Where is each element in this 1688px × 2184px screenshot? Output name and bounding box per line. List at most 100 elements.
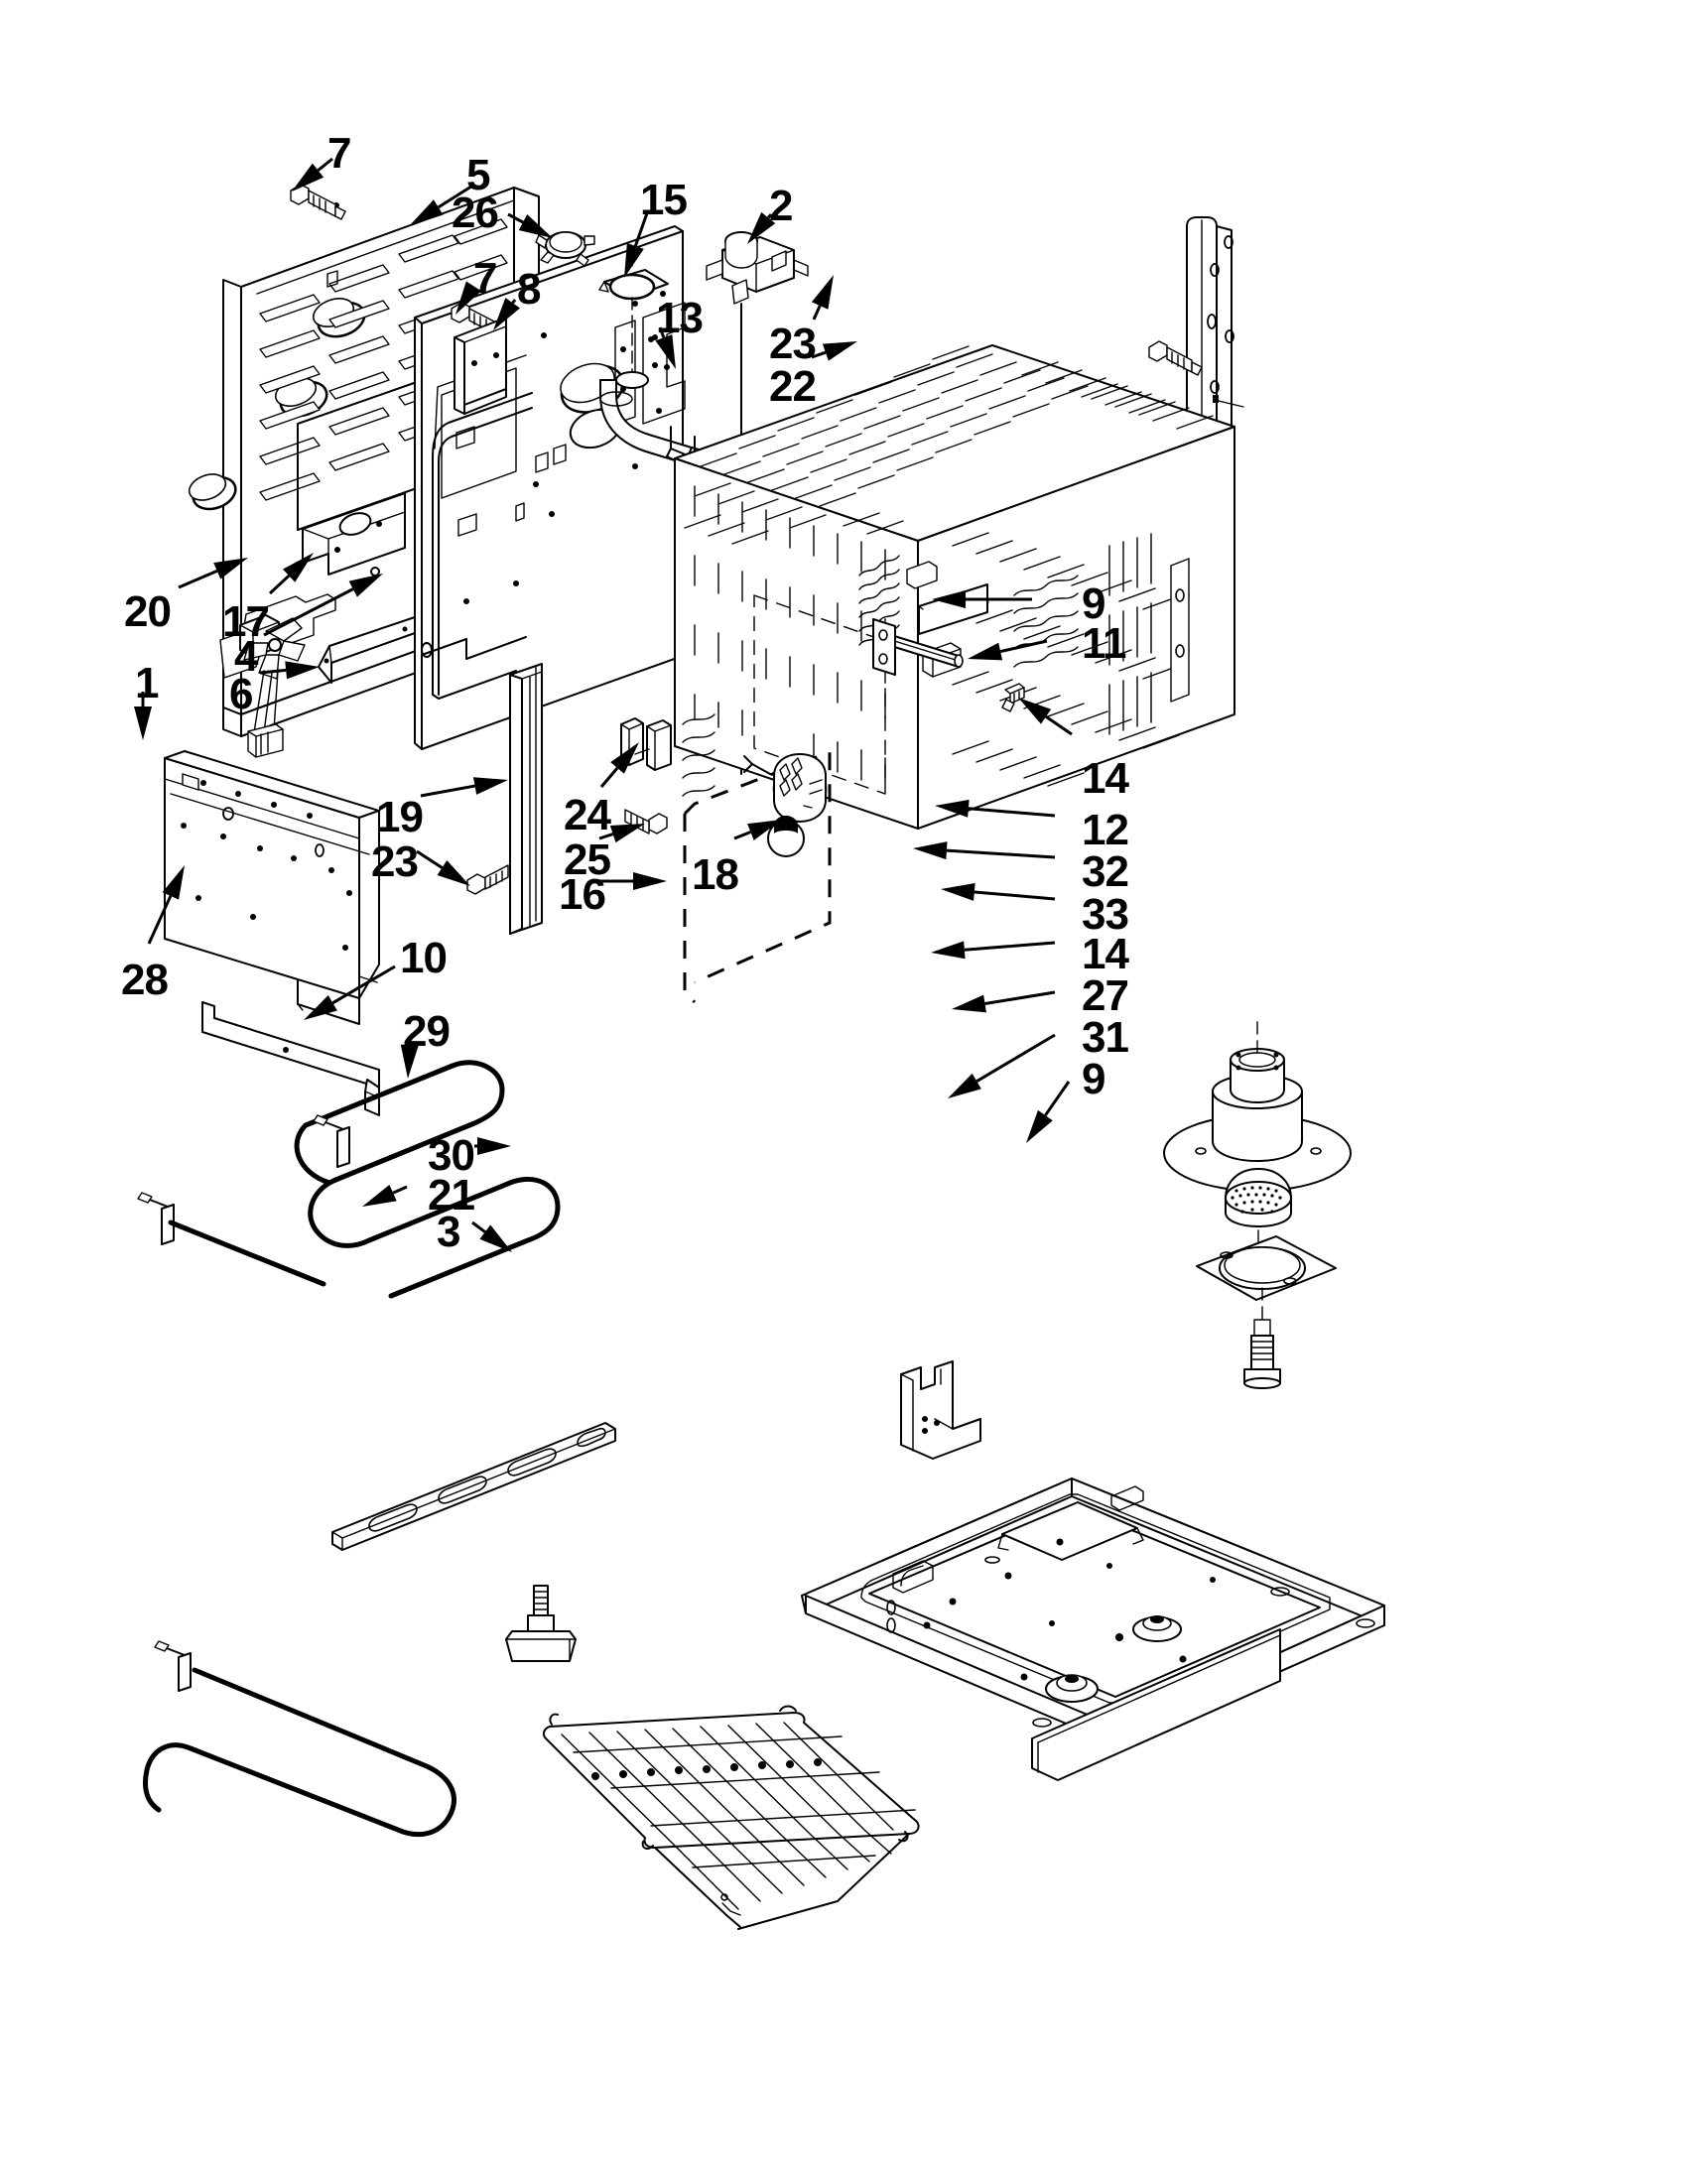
leader-line-3 <box>471 1220 486 1233</box>
leader-line-18 <box>733 831 751 840</box>
leader-line-25 <box>598 833 614 840</box>
leader-arrowhead-19 <box>472 777 508 795</box>
leader-arrowhead-9 <box>1026 1109 1053 1143</box>
part-32-burner-diffuser-cap <box>1225 1168 1292 1255</box>
callout-number-21: 21 <box>428 1171 475 1220</box>
part-leveling-leg-30 <box>505 1585 577 1662</box>
leader-line-31 <box>975 1033 1056 1083</box>
part-oven-light-18 <box>683 749 832 1004</box>
part-rear-panel <box>414 225 686 750</box>
part-oven-cavity-liner-16 <box>674 344 1235 830</box>
callout-number-9: 9 <box>1082 579 1106 628</box>
callout-number-10: 10 <box>400 934 448 982</box>
callout-number-31: 31 <box>1082 1013 1129 1062</box>
part-screw-7a <box>290 184 346 220</box>
leader-line-7 <box>317 157 333 172</box>
part-gas-regulator-valve-2 <box>706 231 809 775</box>
callout-number-9: 9 <box>1082 1055 1106 1103</box>
leader-line-27 <box>984 990 1056 1006</box>
callout-number-27: 27 <box>1082 971 1129 1020</box>
leader-arrowhead-11 <box>968 642 1003 661</box>
part-element-support-rail-29 <box>331 1422 616 1551</box>
leader-line-4 <box>263 587 354 637</box>
part-14b-bolt <box>1243 1319 1281 1389</box>
leader-line-5 <box>437 183 475 209</box>
callout-number-18: 18 <box>692 850 739 899</box>
leader-arrowhead-33 <box>941 882 975 901</box>
leader-arrowhead-14 <box>1018 698 1052 724</box>
leader-arrowhead-18 <box>747 820 782 840</box>
leader-arrowhead-14 <box>931 941 966 960</box>
callout-number-16: 16 <box>559 870 606 919</box>
leader-line-24 <box>599 767 619 788</box>
leader-arrowhead-27 <box>952 994 987 1013</box>
callout-number-23: 23 <box>371 837 419 886</box>
part-convection-fan <box>219 593 336 758</box>
callout-number-4: 4 <box>234 632 259 681</box>
callout-number-1: 1 <box>135 659 160 707</box>
callout-number-12: 12 <box>1082 806 1129 854</box>
leader-arrowhead-29 <box>400 1044 419 1079</box>
leader-line-12 <box>968 807 1056 818</box>
callout-number-8: 8 <box>517 265 542 314</box>
leader-arrowhead-16 <box>633 872 667 890</box>
leader-line-14 <box>964 941 1056 952</box>
leader-arrowhead-23 <box>811 275 834 310</box>
leader-arrowhead-10 <box>304 995 337 1020</box>
leader-arrowhead-25 <box>609 824 645 843</box>
callout-number-7: 7 <box>473 254 498 303</box>
leader-line-23 <box>812 305 822 321</box>
callout-number-29: 29 <box>403 1007 451 1056</box>
leader-line-33 <box>974 890 1056 901</box>
leader-arrowhead-32 <box>913 841 948 860</box>
leader-line-26 <box>507 212 524 224</box>
leader-arrowhead-7 <box>455 281 481 315</box>
part-lower-trim-strip-28 <box>201 1001 380 1116</box>
callout-number-2: 2 <box>769 182 794 230</box>
leader-line-32 <box>946 848 1056 859</box>
leader-arrowhead-1 <box>134 707 152 740</box>
callout-number-11: 11 <box>1082 619 1127 668</box>
leader-line-2 <box>767 213 773 219</box>
leader-arrowhead-21 <box>362 1184 397 1207</box>
part-oven-rack-3 <box>542 1705 920 1930</box>
callout-number-32: 32 <box>1082 847 1129 896</box>
leader-arrowhead-22 <box>822 341 857 361</box>
callout-number-6: 6 <box>229 670 254 718</box>
part-screw-25 <box>624 809 668 835</box>
part-control-panel-1 <box>164 750 380 1025</box>
callout-number-26: 26 <box>452 189 499 237</box>
leader-line-14 <box>1045 714 1073 736</box>
part-12-burner-head <box>1163 1021 1352 1192</box>
leader-arrowhead-12 <box>935 799 970 818</box>
leader-arrowhead-20 <box>213 558 248 579</box>
callout-number-15: 15 <box>640 176 688 224</box>
leader-arrowhead-6 <box>285 661 320 680</box>
part-bake-element-21 <box>143 1640 456 1838</box>
leader-arrowhead-23 <box>437 859 470 886</box>
leader-line-8 <box>511 299 517 305</box>
callout-number-7: 7 <box>327 129 352 178</box>
leader-arrowhead-30 <box>477 1137 511 1155</box>
part-corner-channel-post-19 <box>509 663 543 935</box>
callout-leader-lines <box>134 157 1073 1252</box>
leader-arrowhead-15 <box>624 242 644 278</box>
leader-arrowhead-31 <box>948 1073 981 1098</box>
leader-arrowhead-4 <box>348 574 383 597</box>
callout-number-28: 28 <box>121 956 169 1004</box>
leader-line-10 <box>331 964 396 1005</box>
part-screw-23b <box>466 864 509 895</box>
part-side-trim-strip-9b <box>1031 1628 1281 1781</box>
leader-line-15 <box>633 209 650 247</box>
leader-line-13 <box>658 326 666 338</box>
callout-number-30: 30 <box>428 1131 475 1180</box>
part-mounting-bracket-8 <box>454 317 507 415</box>
callout-number-24: 24 <box>564 791 611 839</box>
leader-line-23 <box>416 849 444 869</box>
leader-arrowhead-17 <box>282 553 314 582</box>
leader-arrowhead-28 <box>162 865 185 900</box>
leader-line-6 <box>259 668 287 675</box>
leader-arrowhead-9 <box>932 590 966 608</box>
